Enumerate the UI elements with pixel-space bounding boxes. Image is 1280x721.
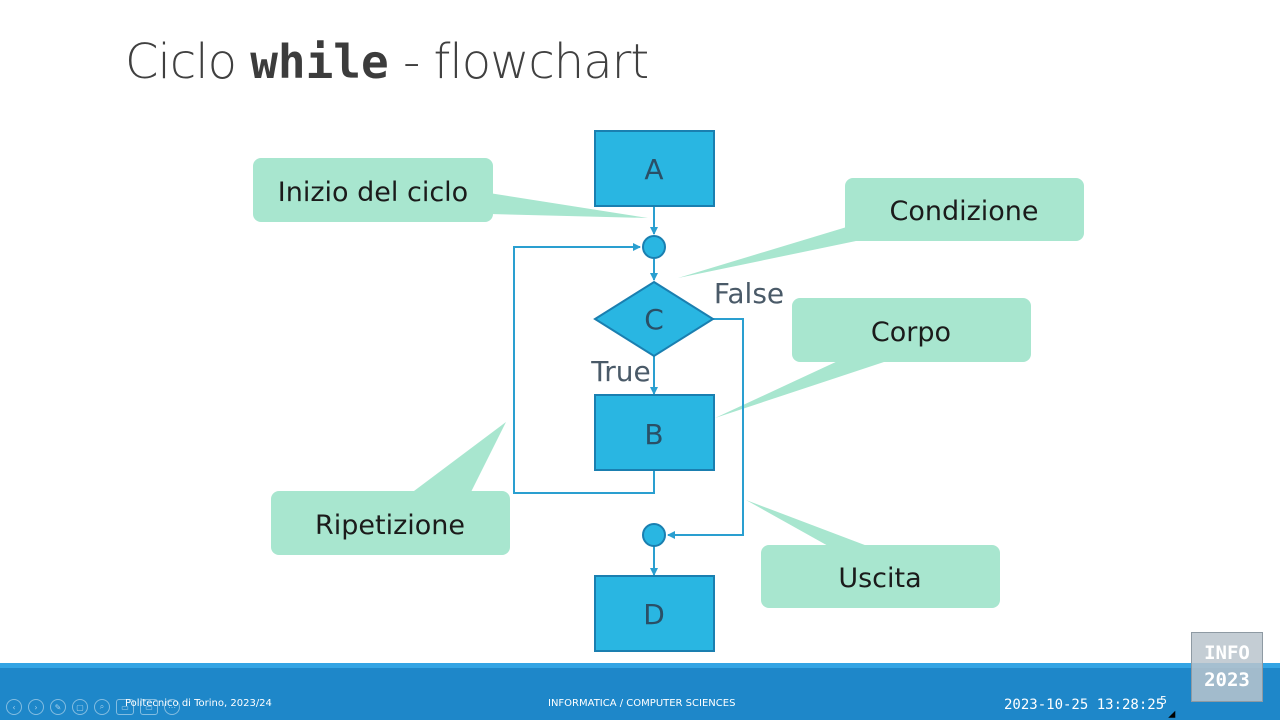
node-a: A (594, 130, 715, 207)
page-number: 5 (1160, 694, 1167, 707)
footer-institution: Politecnico di Torino, 2023/24 (125, 698, 272, 709)
node-b: B (594, 394, 715, 471)
slide-title: Ciclo while - flowchart (125, 34, 649, 90)
node-c-decision: C (593, 280, 715, 358)
callout-corpo-text: Corpo (871, 317, 951, 348)
node-c-label: C (644, 303, 664, 336)
merge-point-loop (642, 235, 666, 259)
edge-c-exit-false (667, 318, 744, 539)
callout-ripetizione: Ripetizione (271, 422, 510, 555)
info-2023-logo: INFO 2023 (1191, 632, 1263, 702)
logo-line2: 2023 (1204, 669, 1250, 691)
footer-bar: Politecnico di Torino, 2023/24 INFORMATI… (0, 663, 1280, 720)
callout-uscita: Uscita (746, 500, 1000, 608)
next-slide-icon[interactable]: › (28, 699, 44, 715)
subtitle-icon[interactable]: ▭ (116, 699, 134, 715)
merge-point-exit (642, 523, 666, 547)
callout-ripetizione-text: Ripetizione (315, 510, 465, 541)
zoom-icon[interactable]: ⌕ (94, 699, 110, 715)
branch-true-label: True (590, 355, 650, 388)
more-options-icon[interactable]: ⋯ (164, 699, 180, 715)
presenter-controls: ‹ › ✎ ▢ ⌕ ▭ ▭ ⋯ (6, 699, 180, 715)
title-code: while (250, 35, 389, 89)
branch-false-label: False (714, 277, 784, 310)
prev-slide-icon[interactable]: ‹ (6, 699, 22, 715)
title-prefix: Ciclo (125, 34, 251, 90)
display-icon[interactable]: ▭ (140, 699, 158, 715)
logo-line1: INFO (1204, 642, 1250, 664)
callout-corpo: Corpo (715, 298, 1031, 418)
slides-grid-icon[interactable]: ▢ (72, 699, 88, 715)
node-d-label: D (643, 598, 665, 631)
title-suffix: - flowchart (388, 34, 649, 90)
flowchart: Inizio del ciclo Condizione Corpo Ripeti… (253, 130, 1084, 652)
callout-inizio-text: Inizio del ciclo (278, 177, 468, 208)
connectors (513, 206, 744, 576)
node-d: D (594, 575, 715, 652)
callout-condizione-text: Condizione (889, 196, 1038, 227)
edge-loop-back (513, 243, 655, 494)
recording-timestamp: 2023-10-25 13:28:25 (1004, 697, 1165, 713)
callout-uscita-text: Uscita (838, 563, 921, 594)
pen-icon[interactable]: ✎ (50, 699, 66, 715)
callout-inizio: Inizio del ciclo (253, 158, 648, 222)
footer-course: INFORMATICA / COMPUTER SCIENCES (548, 698, 736, 709)
callout-condizione: Condizione (678, 178, 1084, 278)
node-a-label: A (644, 153, 663, 186)
node-b-label: B (644, 418, 663, 451)
